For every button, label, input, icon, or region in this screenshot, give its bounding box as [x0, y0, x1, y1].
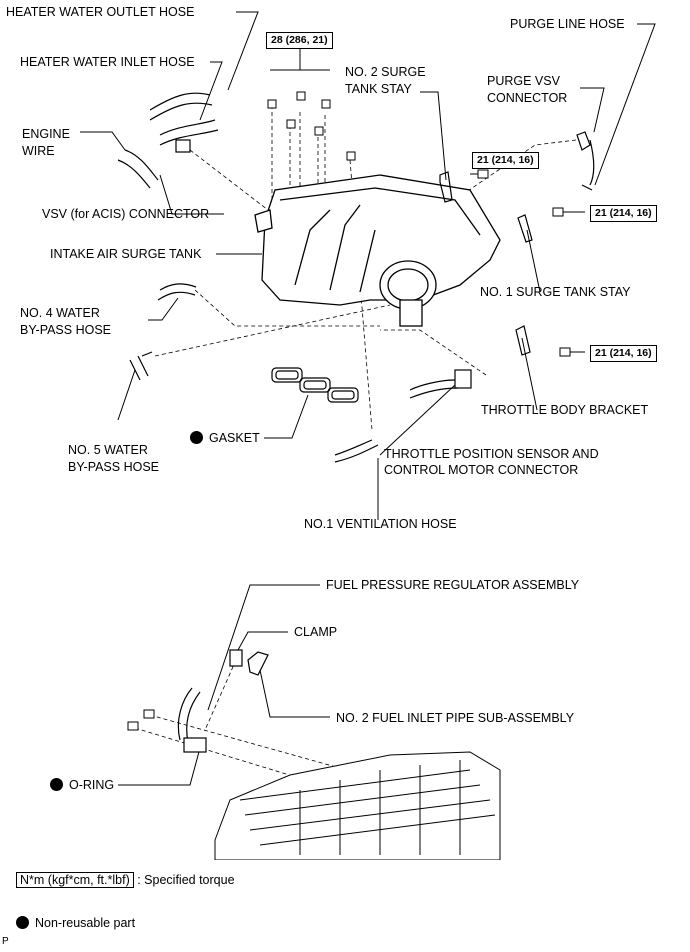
leader-heater-inlet [199, 61, 223, 121]
leader-throttle-bracket [521, 337, 538, 411]
engine-block-drawing [0, 751, 690, 870]
gasket-text: GASKET [209, 431, 260, 445]
label-engine-wire-line2: WIRE [22, 144, 55, 158]
label-purge-line-hose: PURGE LINE HOSE [510, 17, 625, 31]
label-o-ring: O-RING [50, 777, 114, 793]
torque-box-bracket: 21 (214, 16) [590, 345, 657, 362]
leader-engine-wire [80, 131, 126, 151]
label-engine-wire-line1: ENGINE [22, 127, 70, 141]
leader-tps [379, 384, 456, 456]
label-no5-water-bypass-line2: BY-PASS HOSE [68, 460, 160, 474]
o-ring-text: O-RING [69, 778, 115, 792]
nonreusable-dot-icon [50, 778, 63, 791]
leader-no5-hose [117, 369, 136, 421]
leader-purge-vsv [580, 87, 605, 133]
torque-box-bolts: 28 (286, 21) [266, 32, 333, 49]
label-tps-connector-line2: CONTROL MOTOR CONNECTOR [384, 463, 579, 477]
label-no4-water-bypass-line1: NO. 4 WATER [20, 306, 100, 320]
label-no1-ventilation-hose: NO.1 VENTILATION HOSE [304, 517, 457, 531]
label-no1-surge-tank-stay: NO. 1 SURGE TANK STAY [480, 285, 631, 299]
label-no2-surge-tank-stay-line2: TANK STAY [345, 82, 412, 96]
gasket-drawing [271, 367, 359, 403]
corner-mark: P [2, 936, 9, 947]
leader-fuel-pipe [259, 669, 330, 718]
label-no5-water-bypass-line1: NO. 5 WATER [68, 443, 148, 457]
leader-no2-stay [420, 91, 447, 181]
label-no2-fuel-inlet-pipe: NO. 2 FUEL INLET PIPE SUB-ASSEMBLY [336, 711, 575, 725]
label-throttle-body-bracket: THROTTLE BODY BRACKET [481, 403, 649, 417]
label-intake-air-surge-tank: INTAKE AIR SURGE TANK [50, 247, 202, 261]
label-clamp: CLAMP [294, 625, 338, 639]
leader-gasket [264, 394, 309, 439]
label-heater-water-inlet-hose: HEATER WATER INLET HOSE [20, 55, 195, 69]
leader-no1-stay [526, 229, 541, 293]
torque-box-no1-stay: 21 (214, 16) [590, 205, 657, 222]
legend-torque-text: : Specified torque [137, 873, 235, 887]
nonreusable-dot-icon [16, 916, 29, 929]
legend-nonreusable: Non-reusable part [16, 915, 135, 931]
leader-o-ring [118, 747, 201, 786]
leader-vsv-acis [159, 174, 224, 215]
label-no2-surge-tank-stay-line1: NO. 2 SURGE [345, 65, 426, 79]
torque-box-no2-stay: 21 (214, 16) [472, 152, 539, 169]
label-purge-vsv-connector-line1: PURGE VSV [487, 74, 560, 88]
legend-torque: N*m (kgf*cm, ft.*lbf) : Specified torque [16, 872, 235, 888]
legend-torque-box: N*m (kgf*cm, ft.*lbf) [16, 872, 134, 888]
nonreusable-dot-icon [190, 431, 203, 444]
label-heater-water-outlet-hose: HEATER WATER OUTLET HOSE [6, 5, 195, 19]
label-gasket: GASKET [190, 430, 260, 446]
leader-heater-outlet [227, 11, 259, 91]
leader-clamp [237, 631, 288, 651]
label-no4-water-bypass-line2: BY-PASS HOSE [20, 323, 112, 337]
label-fuel-pressure-regulator: FUEL PRESSURE REGULATOR ASSEMBLY [326, 578, 580, 592]
intake-air-surge-tank-drawing [254, 174, 501, 327]
leader-purge-line [594, 23, 656, 186]
legend-nonreusable-text: Non-reusable part [35, 916, 136, 930]
label-tps-connector-line1: THROTTLE POSITION SENSOR AND [384, 447, 599, 461]
label-purge-vsv-connector-line2: CONNECTOR [487, 91, 568, 105]
label-vsv-acis-connector: VSV (for ACIS) CONNECTOR [42, 207, 210, 221]
leader-no4-hose [148, 297, 179, 321]
leader-fpr [207, 584, 320, 711]
